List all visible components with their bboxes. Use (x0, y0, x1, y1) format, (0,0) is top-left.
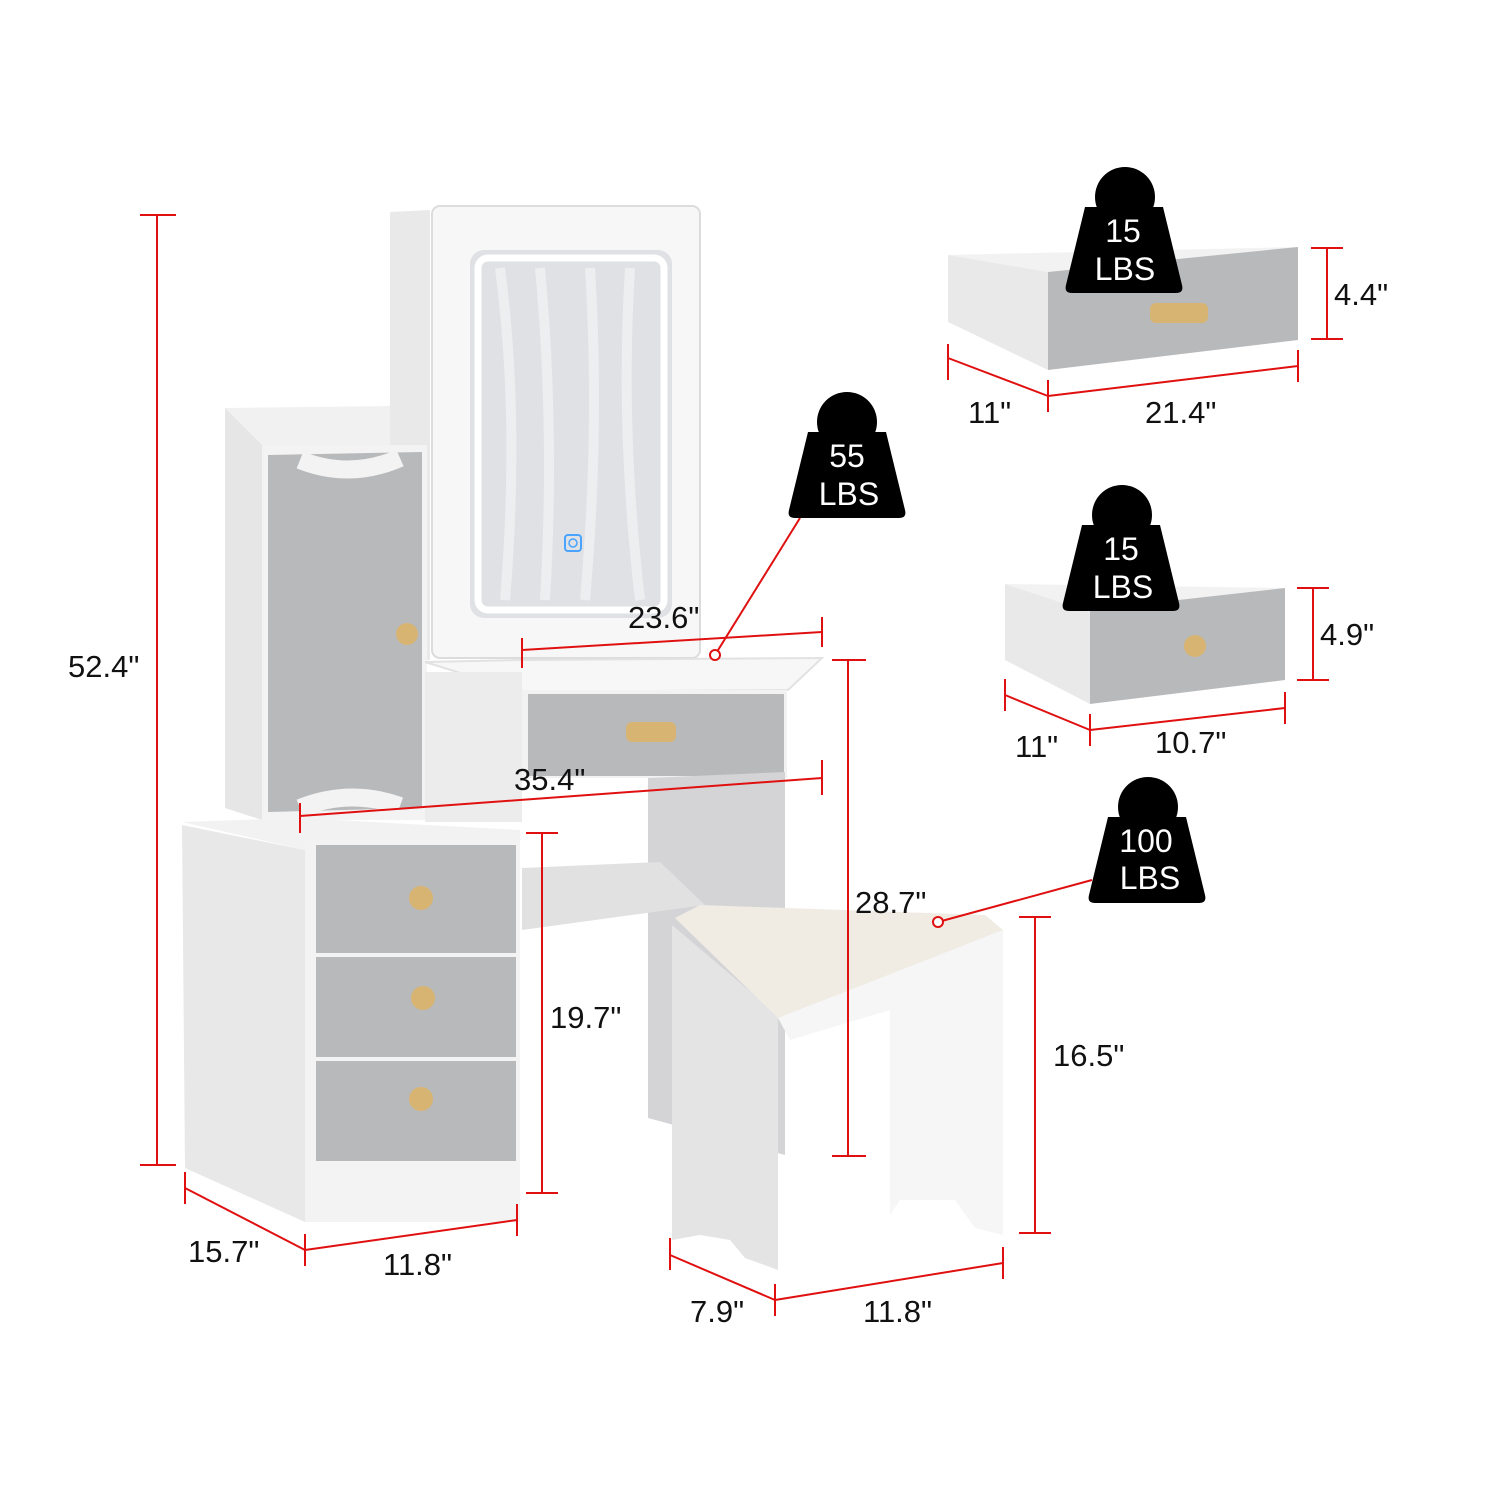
stool-callout-dot (932, 916, 944, 928)
stool-depth-label: 7.9" (690, 1294, 744, 1329)
stool-weight-badge: 100 LBS (1088, 777, 1206, 903)
stool-width-label: 11.8" (863, 1294, 932, 1329)
small-drawer-weight-unit: LBS (1093, 569, 1153, 605)
dimension-lines (140, 214, 1343, 1316)
stool-weight-unit: LBS (1120, 860, 1180, 896)
tower-top-ledge (225, 406, 390, 445)
kettlebell-weight-icon (1062, 485, 1180, 611)
large-drawer-depth-label: 11" (968, 395, 1011, 430)
tower-side (225, 408, 262, 820)
mirror-reflection (495, 267, 645, 601)
stool-weight-value: 100 (1119, 823, 1172, 859)
large-drawer-weight-badge: 15 LBS (1065, 167, 1183, 293)
large-drawer-weight-unit: LBS (1095, 251, 1155, 287)
tower-door[interactable] (268, 452, 422, 812)
small-drawer-side (1005, 584, 1090, 704)
drawer-2-knob[interactable] (411, 986, 435, 1010)
drawer-3-knob[interactable] (409, 1087, 433, 1111)
small-drawer-knob[interactable] (1184, 635, 1206, 657)
large-drawer-width-label: 21.4" (1145, 395, 1216, 430)
drawer-1-knob[interactable] (409, 886, 433, 910)
tabletop-left-block (425, 672, 522, 822)
large-drawer-weight-value: 15 (1105, 213, 1141, 249)
large-drawer-side (948, 255, 1048, 370)
table-height-label: 28.7" (855, 885, 926, 920)
large-drawer-height-label: 4.4" (1334, 277, 1388, 312)
base-width-label: 11.8" (383, 1247, 452, 1282)
large-drawer-handle[interactable] (1150, 303, 1208, 323)
total-width-label: 35.4" (514, 762, 585, 797)
door-top-handle-cutout (296, 449, 404, 479)
center-drawer-handle[interactable] (626, 722, 676, 742)
cabinet-side (182, 825, 305, 1222)
base-depth-label: 15.7" (188, 1234, 259, 1269)
door-knob[interactable] (396, 623, 418, 645)
mirror-width-label: 23.6" (628, 600, 699, 635)
small-drawer-weight-value: 15 (1103, 531, 1139, 567)
overall-height-label: 52.4" (68, 649, 139, 684)
small-drawer-weight-badge: 15 LBS (1062, 485, 1180, 611)
cabinet-drawer-3[interactable] (316, 1061, 516, 1161)
touch-sensor-icon[interactable] (564, 534, 582, 552)
tabletop-weight-unit: LBS (819, 476, 879, 512)
small-drawer-height-label: 4.9" (1320, 617, 1374, 652)
stool-height-label: 16.5" (1053, 1038, 1124, 1073)
small-drawer-depth-label: 11" (1015, 729, 1058, 764)
cabinet-height-label: 19.7" (550, 1000, 621, 1035)
mirror-glass (470, 250, 672, 618)
stool-side (672, 925, 778, 1270)
tabletop-weight-value: 55 (829, 438, 865, 474)
stool (672, 905, 1003, 1270)
kettlebell-weight-icon (788, 392, 906, 518)
kettlebell-weight-icon (1065, 167, 1183, 293)
mirror-led-ring (474, 254, 668, 614)
door-bottom-handle-cutout (296, 788, 404, 817)
stool-cushion[interactable] (675, 905, 1003, 1020)
small-drawer-width-label: 10.7" (1155, 725, 1226, 760)
tabletop-weight-badge: 55 LBS (788, 392, 906, 518)
stool-front (778, 930, 1003, 1235)
kettlebell-weight-icon (1088, 777, 1206, 903)
tabletop-callout-dot (709, 649, 721, 661)
lower-shelf (522, 862, 705, 930)
